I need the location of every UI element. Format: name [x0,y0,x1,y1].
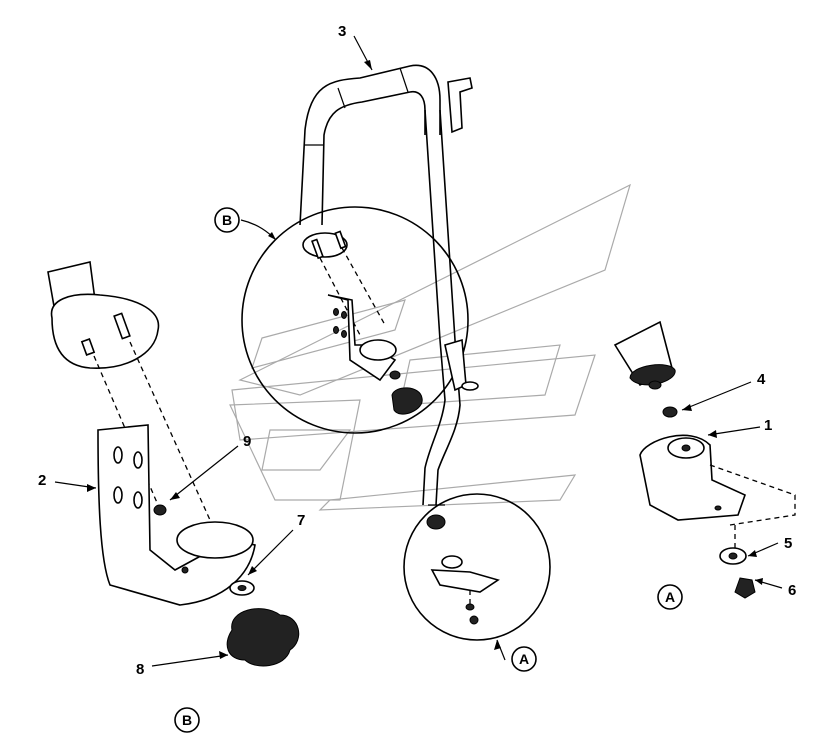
svg-text:A: A [519,651,529,667]
callout-3: 3 [338,23,346,40]
left-assembly [47,261,300,667]
callout-2: 2 [38,472,46,489]
callout-1: 1 [764,417,772,434]
handle-tube [299,64,479,530]
detail-label-b-top: B [214,207,240,233]
right-assembly [613,320,796,599]
callout-5: 5 [784,535,792,552]
svg-text:B: B [182,712,192,728]
detail-circle-b [240,206,469,434]
callout-leaders [54,35,783,667]
detail-label-a-right: A [657,584,683,610]
svg-text:A: A [665,589,675,605]
detail-label-a-bottom: A [511,646,537,672]
callout-9: 9 [243,433,251,450]
callout-7: 7 [297,512,305,529]
callout-6: 6 [788,582,796,599]
callout-8: 8 [136,661,144,678]
svg-text:B: B [222,212,232,228]
detail-circle-a [403,493,551,661]
watermark-logo [229,183,631,511]
callout-numbers: 3 2 9 7 8 4 1 5 6 [38,23,796,678]
detail-label-b-bottom: B [174,707,200,733]
callout-4: 4 [757,371,766,388]
